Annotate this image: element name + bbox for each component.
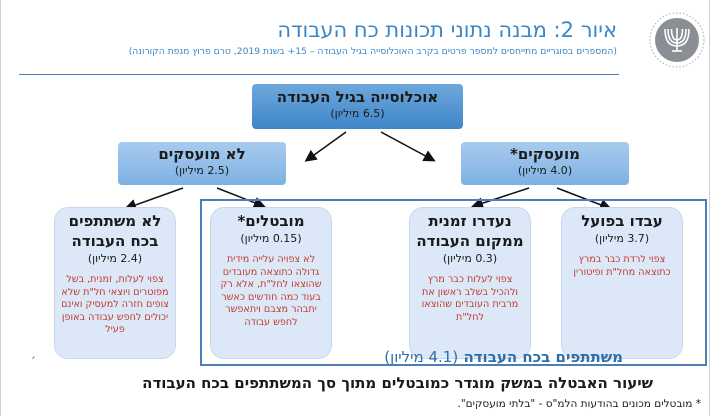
labor-force-count: (4.1 מיליון) — [384, 348, 459, 366]
page-subtitle: (המספרים בסוגריים מתייחסים למספר פרטים ב… — [128, 46, 617, 57]
node-title: נעדרו זמנית ממקום העבודה — [416, 212, 524, 250]
unemployment-definition-caption: שיעור האבטלה במשק מוגדר כמובטלים מתוך סך… — [142, 374, 653, 392]
title-divider — [19, 74, 619, 75]
node-count: (0.15 מיליון) — [240, 232, 302, 245]
node-description: צפוי לעלות כבר מרץ ולהכיל בשלב ראשון את … — [421, 274, 519, 323]
node-count: (4.0 מיליון) — [517, 164, 573, 177]
node-temporarily-absent: נעדרו זמנית ממקום העבודה (0.3 מיליון) צפ… — [409, 207, 531, 359]
node-actually-working: עבדו בפועל (3.7 מיליון) צפוי לרדת כבר במ… — [561, 207, 683, 359]
node-title: מועסקים* — [510, 145, 580, 163]
node-description: צפוי לעלות, זמנית, בשל מפוטרים ויוצאי חל… — [61, 274, 169, 335]
node-employed: מועסקים* (4.0 מיליון) — [461, 142, 629, 185]
menorah-emblem-icon — [647, 10, 707, 70]
node-title: עבדו בפועל — [581, 212, 663, 230]
labor-force-frame — [200, 199, 707, 366]
labor-force-label: משתתפים בכח העבודה (4.1 מיליון) — [384, 347, 623, 367]
node-count: (6.5 מיליון) — [330, 107, 385, 120]
node-count: (2.4 מיליון) — [87, 252, 143, 265]
node-count: (0.3 מיליון) — [442, 252, 498, 265]
node-working-age-population: אוכלוסייה בגיל העבודה (6.5 מיליון) — [252, 84, 463, 129]
side-mark: ׳ — [31, 352, 36, 366]
node-title: לא משתתפים בכח העבודה — [68, 212, 162, 250]
node-count: (2.5 מיליון) — [174, 164, 230, 177]
node-description: לא צפויה עלייה מידית גדולה כתוצאה מעובדי… — [220, 254, 322, 328]
page-title: איור 2: מבנה נתוני תכונות כח העבודה — [277, 18, 617, 42]
node-count: (3.7 מיליון) — [594, 232, 650, 245]
node-not-employed: לא מועסקים (2.5 מיליון) — [118, 142, 286, 185]
node-title: לא מועסקים — [158, 145, 246, 163]
labor-force-title: משתתפים בכח העבודה — [463, 348, 623, 366]
footnote: * מובטלים מכונים בהודעות הלמ"ס - "בלתי מ… — [457, 398, 701, 410]
node-title: מובטלים* — [237, 212, 305, 230]
node-title: אוכלוסייה בגיל העבודה — [276, 88, 439, 106]
node-description: צפוי לרדת כבר במרץ כתוצאה מחל"ת ופיטורין — [573, 254, 671, 278]
node-not-participating: לא משתתפים בכח העבודה (2.4 מיליון) צפוי … — [54, 207, 176, 359]
node-unemployed: מובטלים* (0.15 מיליון) לא צפויה עלייה מי… — [210, 207, 332, 359]
